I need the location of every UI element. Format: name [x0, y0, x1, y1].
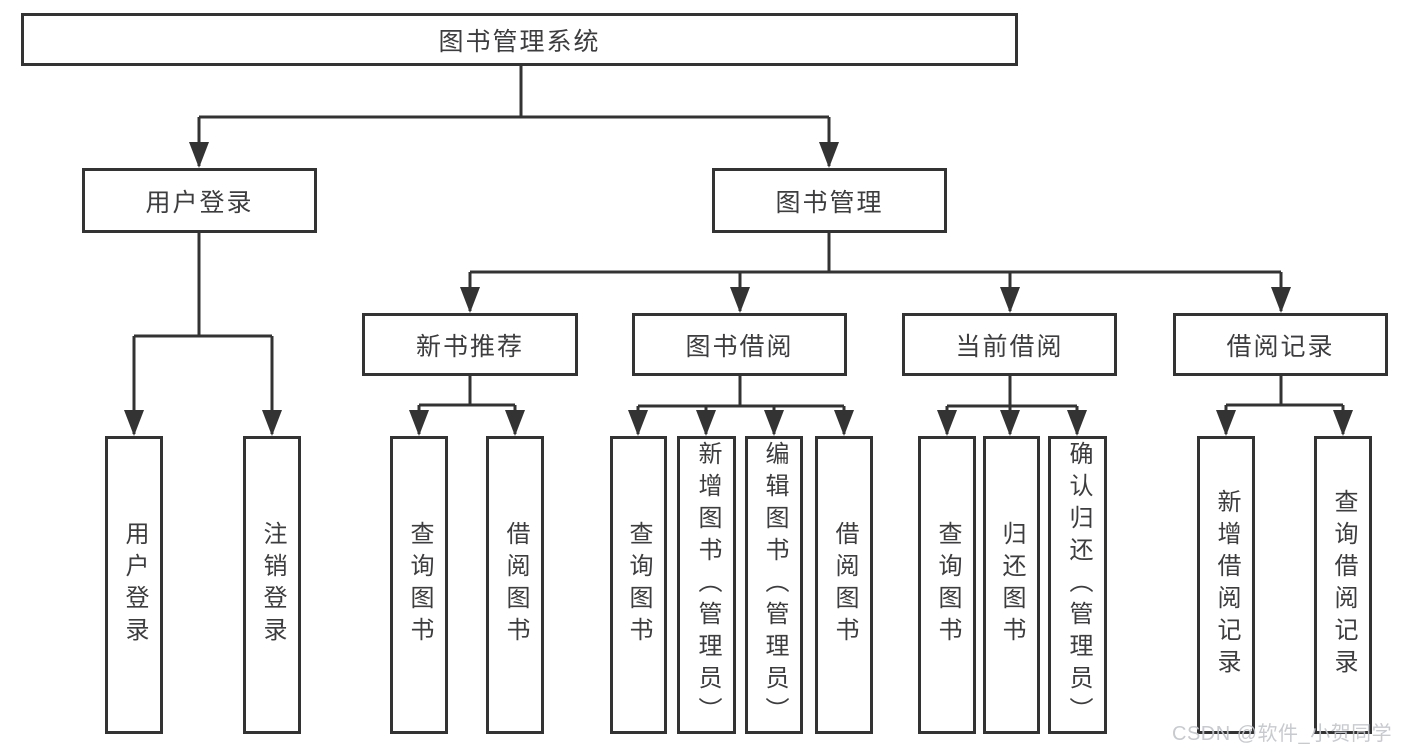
- connector-currentborrow-children: [937, 376, 1087, 436]
- leaf-borrow-books: 借阅图书: [815, 436, 873, 734]
- connector-newbook-children: [409, 376, 525, 436]
- leaf-borrow-books-recommend: 借阅图书: [486, 436, 544, 734]
- node-current-borrowing: 当前借阅: [902, 313, 1117, 376]
- csdn-watermark: CSDN @软件_小贺同学: [1172, 723, 1393, 745]
- node-book-borrowing: 图书借阅: [632, 313, 847, 376]
- node-label: 图书借阅: [685, 332, 794, 361]
- leaf-query-books-borrow: 查询图书: [610, 436, 667, 734]
- leaf-logout: 注销登录: [243, 436, 301, 734]
- connector-userlogin-children: [124, 233, 282, 436]
- leaf-confirm-return-admin: 确认归还（管理员）: [1048, 436, 1107, 734]
- node-book-management: 图书管理: [712, 168, 947, 233]
- node-user-login: 用户登录: [82, 168, 317, 233]
- leaf-add-borrow-record: 新增借阅记录: [1197, 436, 1255, 734]
- node-new-book-recommendation: 新书推荐: [362, 313, 578, 376]
- leaf-edit-books-admin: 编辑图书（管理员）: [745, 436, 803, 734]
- connector-root-to-level2: [189, 66, 839, 168]
- leaf-user-login: 用户登录: [105, 436, 163, 734]
- node-label: 新书推荐: [415, 332, 524, 361]
- connector-borrowrecords-children: [1216, 376, 1353, 436]
- node-label: 当前借阅: [955, 332, 1064, 361]
- leaf-query-books-current: 查询图书: [918, 436, 976, 734]
- leaf-query-books-recommend: 查询图书: [390, 436, 448, 734]
- leaf-query-borrow-record: 查询借阅记录: [1314, 436, 1372, 734]
- node-label: 图书管理系统: [438, 27, 601, 56]
- node-label: 用户登录: [145, 188, 254, 217]
- connector-bookborrow-children: [628, 376, 854, 436]
- node-borrowing-records: 借阅记录: [1173, 313, 1388, 376]
- node-label: 图书管理: [775, 188, 884, 217]
- leaf-add-books-admin: 新增图书（管理员）: [677, 436, 736, 734]
- node-label: 借阅记录: [1226, 332, 1335, 361]
- connector-bookmgmt-to-level3: [460, 233, 1291, 313]
- leaf-return-books: 归还图书: [983, 436, 1040, 734]
- node-library-management-system: 图书管理系统: [21, 13, 1018, 66]
